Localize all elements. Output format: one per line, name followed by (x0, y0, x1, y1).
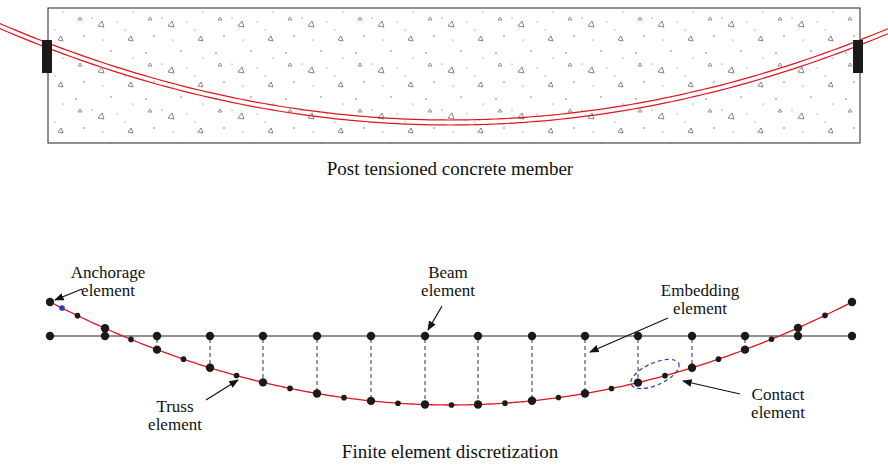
embedding-lines (157, 339, 745, 402)
callout-label: Embedding element (655, 282, 745, 318)
tendon (0, 24, 888, 125)
callout-label: Anchorage element (58, 264, 158, 300)
truss-line (50, 302, 850, 405)
callout-label: Beam element (413, 264, 483, 300)
callout-label: Truss element (140, 398, 210, 434)
contact-ellipse (627, 353, 683, 394)
fe-nodes (46, 298, 856, 409)
anchor-plate (853, 40, 863, 73)
concrete-member (48, 8, 860, 143)
beam-line (50, 335, 852, 336)
anchor-plate (42, 40, 52, 73)
callout-label: Contact element (742, 386, 814, 422)
caption: Post tensioned concrete member (190, 158, 710, 180)
caption: Finite element discretization (190, 441, 710, 463)
leader-lines (55, 289, 740, 400)
